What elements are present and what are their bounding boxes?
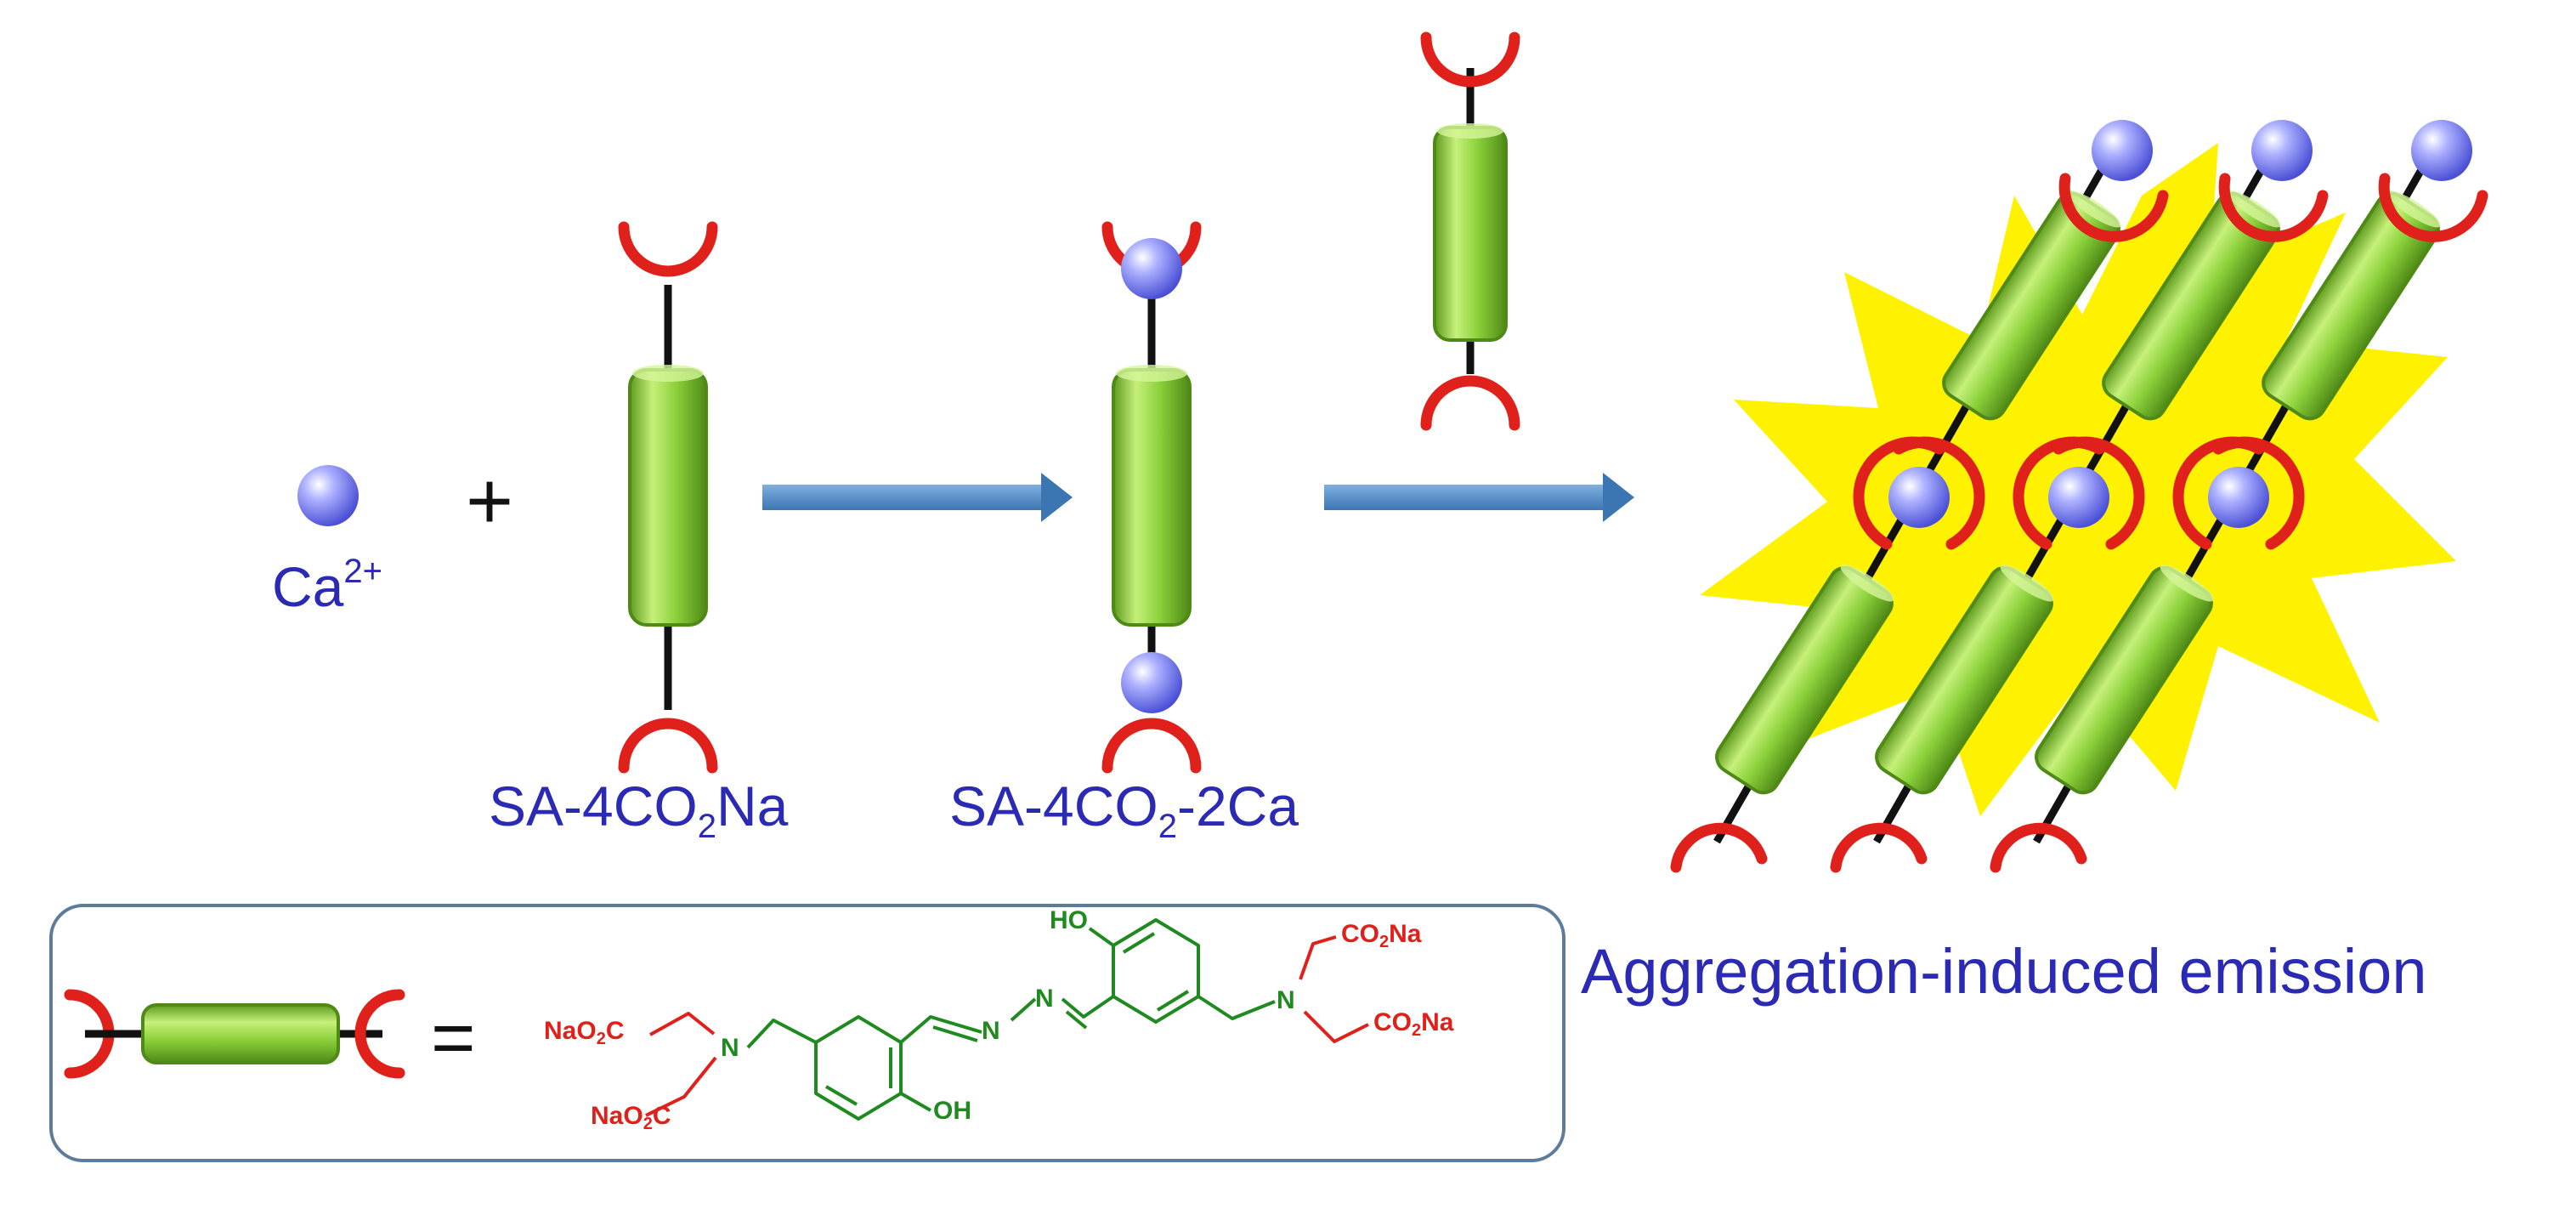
aggregate-chain-1 <box>1670 120 2169 873</box>
azine-n2-atom: N <box>1035 985 1054 1013</box>
n-left-atom: N <box>721 1034 739 1062</box>
nao2c-bottom: NaO2C <box>591 1102 671 1133</box>
ligand-rod <box>624 227 712 768</box>
azine-n1-atom: N <box>982 1017 1000 1045</box>
legend-box <box>49 904 1565 1162</box>
calcium-ion <box>297 465 359 526</box>
calcium-label: Ca2+ <box>272 553 382 618</box>
complex-rod <box>1107 227 1196 768</box>
complex-label: SA-4CO2-2Ca <box>949 775 1299 845</box>
aggregate-chain-3 <box>1990 120 2488 873</box>
aie-label: Aggregation-induced emission <box>1581 936 2427 1007</box>
chemical-structure <box>645 918 1369 1121</box>
ligand-label: SA-4CO2Na <box>489 775 789 845</box>
plus-sign: + <box>466 456 514 547</box>
aggregate-chain-2 <box>1830 120 2329 873</box>
co2na-top: CO2Na <box>1341 920 1422 951</box>
nao2c-top: NaO2C <box>544 1017 625 1048</box>
hydroxyl-bottom: OH <box>933 1097 971 1125</box>
reaction-arrow-1 <box>762 473 1073 522</box>
equals-sign: = <box>431 996 476 1081</box>
n-right-atom: N <box>1277 986 1295 1014</box>
aggregate <box>1670 120 2488 873</box>
hydroxyl-top: HO <box>1050 906 1088 934</box>
second-ligand-rod <box>1420 31 1520 431</box>
legend-rod <box>64 989 405 1079</box>
co2na-right: CO2Na <box>1373 1008 1454 1040</box>
reaction-arrow-2 <box>1324 473 1634 522</box>
